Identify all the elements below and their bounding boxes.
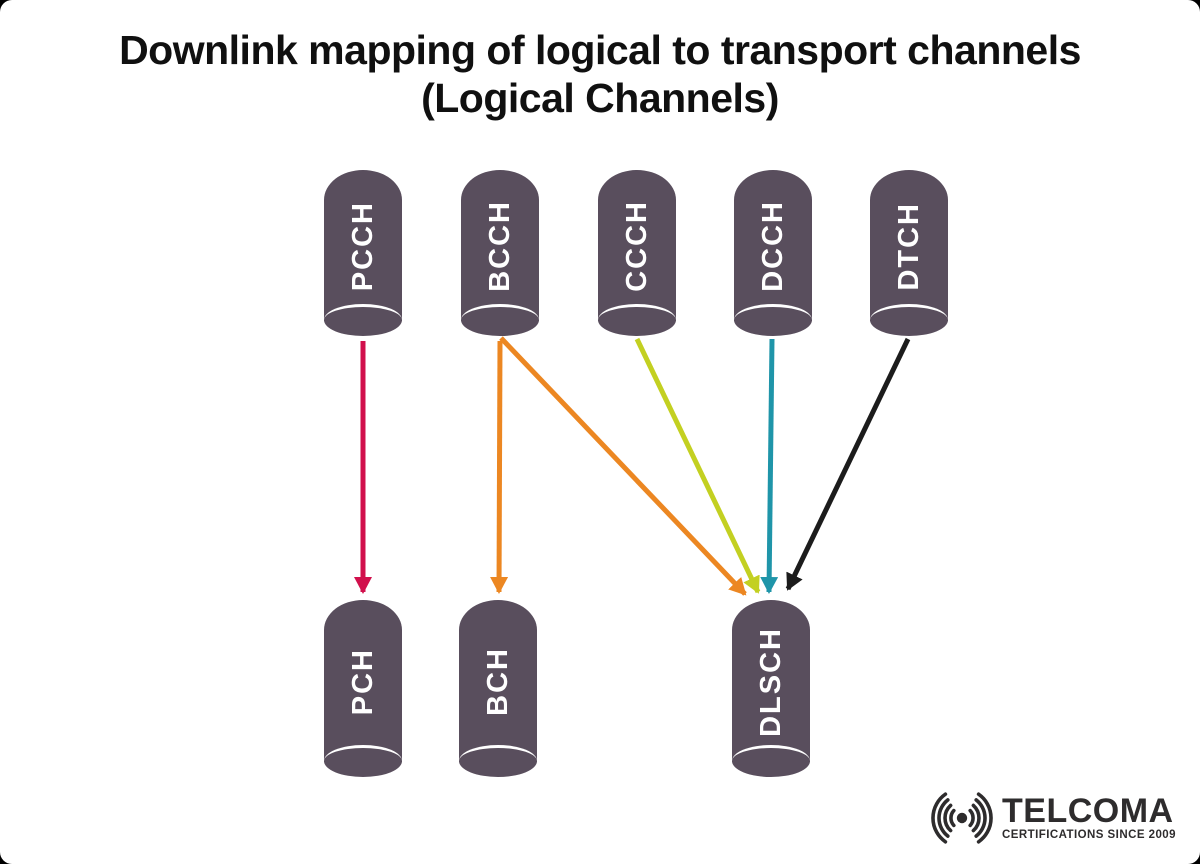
cylinder-body — [598, 170, 676, 321]
page-title: Downlink mapping of logical to transport… — [0, 26, 1200, 123]
channel-label-dcch: DCCH — [756, 200, 789, 292]
arrow-bcch-to-dlsch — [499, 336, 747, 596]
cylinder-body — [324, 170, 402, 321]
label-wrap: BCCH — [461, 174, 539, 318]
cylinder-cap — [324, 304, 402, 336]
channel-label-bcch: BCCH — [483, 200, 516, 292]
label-wrap: CCCH — [598, 174, 676, 318]
channel-label-pch: PCH — [346, 647, 379, 716]
arrow-ccch-to-dlsch — [634, 337, 761, 594]
cylinder-cap — [459, 745, 537, 777]
channel-label-dtch: DTCH — [892, 201, 925, 291]
title-line-2: (Logical Channels) — [421, 75, 779, 122]
channel-label-dlsch: DLSCH — [754, 626, 787, 737]
cylinder-dtch: DTCH — [870, 170, 948, 336]
label-wrap: DTCH — [870, 174, 948, 318]
logo-name: TELCOMA — [1002, 791, 1174, 830]
channel-label-ccch: CCCH — [620, 200, 653, 292]
cylinder-dcch: DCCH — [734, 170, 812, 336]
cylinder-body — [324, 600, 402, 762]
label-wrap: PCCH — [324, 174, 402, 318]
arrow-dcch-to-dlsch — [760, 338, 779, 594]
cylinder-body — [459, 600, 537, 762]
cylinder-ccch: CCCH — [598, 170, 676, 336]
cylinder-cap — [734, 304, 812, 336]
arrow-bcch-to-bch — [490, 340, 509, 594]
cylinder-body — [870, 170, 948, 321]
logo-text: TELCOMA CERTIFICATIONS SINCE 2009 — [1002, 791, 1176, 842]
logo-tagline: CERTIFICATIONS SINCE 2009 — [1002, 829, 1176, 842]
cylinder-bcch: BCCH — [461, 170, 539, 336]
telcoma-logo: TELCOMA CERTIFICATIONS SINCE 2009 — [928, 792, 1176, 844]
title-line-1: Downlink mapping of logical to transport… — [119, 27, 1081, 73]
channel-label-bch: BCH — [481, 647, 514, 716]
channel-label-pcch: PCCH — [346, 200, 379, 292]
label-wrap: PCH — [324, 604, 402, 759]
cylinder-cap — [324, 745, 402, 777]
label-wrap: BCH — [459, 604, 537, 759]
label-wrap: DLSCH — [732, 604, 810, 759]
cylinder-cap — [732, 745, 810, 777]
cylinder-body — [732, 600, 810, 762]
cylinder-pch: PCH — [324, 600, 402, 777]
cylinder-body — [461, 170, 539, 321]
cylinder-cap — [461, 304, 539, 336]
cylinder-bch: BCH — [459, 600, 537, 777]
arrow-dtch-to-dlsch — [785, 337, 911, 591]
cylinder-dlsch: DLSCH — [732, 600, 810, 777]
cylinder-body — [734, 170, 812, 321]
radio-waves-icon — [931, 792, 993, 844]
label-wrap: DCCH — [734, 174, 812, 318]
cylinder-cap — [870, 304, 948, 336]
cylinder-pcch: PCCH — [324, 170, 402, 336]
cylinder-cap — [598, 304, 676, 336]
